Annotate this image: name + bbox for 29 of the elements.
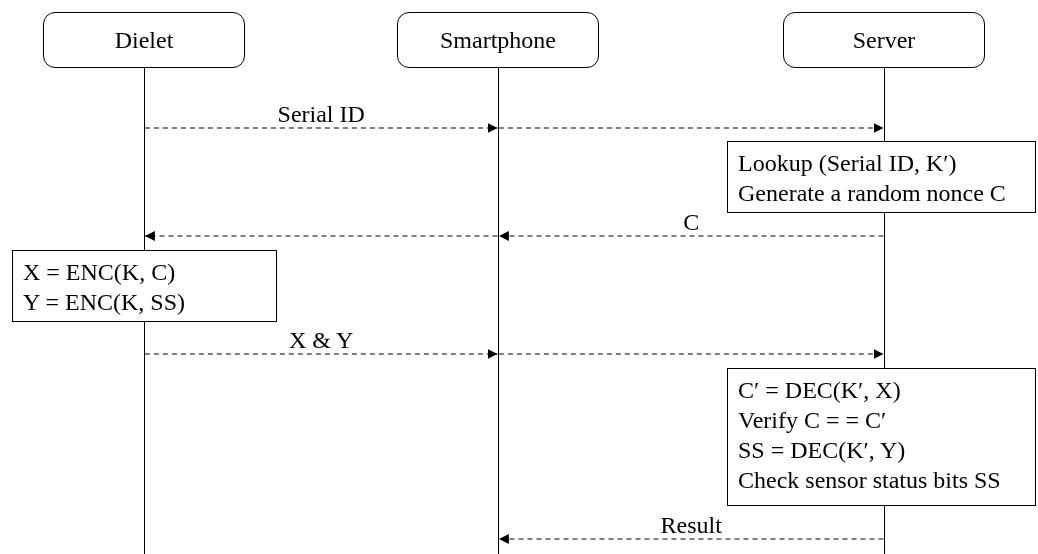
note-box <box>727 368 1036 506</box>
message-label: X & Y <box>288 327 354 353</box>
message-arrow <box>498 534 885 544</box>
note-line: Check sensor status bits SS <box>738 466 1002 495</box>
message-label: Serial ID <box>277 101 365 127</box>
participant-box <box>43 12 245 68</box>
note-line: C′ = DEC(K′, X) <box>738 376 902 405</box>
message-arrow <box>498 231 885 241</box>
participant-name: Server <box>852 26 916 54</box>
note-line: Verify C = = C′ <box>738 406 888 435</box>
message-arrow <box>498 123 885 133</box>
message-arrow <box>144 349 499 359</box>
note-box <box>12 250 277 322</box>
message-label: Result <box>660 512 722 538</box>
lifeline <box>497 68 499 554</box>
note-line: Y = ENC(K, SS) <box>23 288 186 317</box>
note-box <box>727 141 1036 213</box>
note-line: SS = DEC(K′, Y) <box>738 436 907 465</box>
participant-box <box>397 12 599 68</box>
message-arrow <box>144 231 499 241</box>
note-line: Lookup (Serial ID, K′) <box>738 149 958 178</box>
message-arrow <box>144 123 499 133</box>
message-label: C <box>683 209 700 235</box>
note-line: X = ENC(K, C) <box>23 258 177 287</box>
participant-box <box>783 12 985 68</box>
participant-name: Dielet <box>114 26 174 54</box>
message-arrow <box>498 349 885 359</box>
participant-name: Smartphone <box>440 26 556 54</box>
note-line: Generate a random nonce C <box>738 179 1007 208</box>
